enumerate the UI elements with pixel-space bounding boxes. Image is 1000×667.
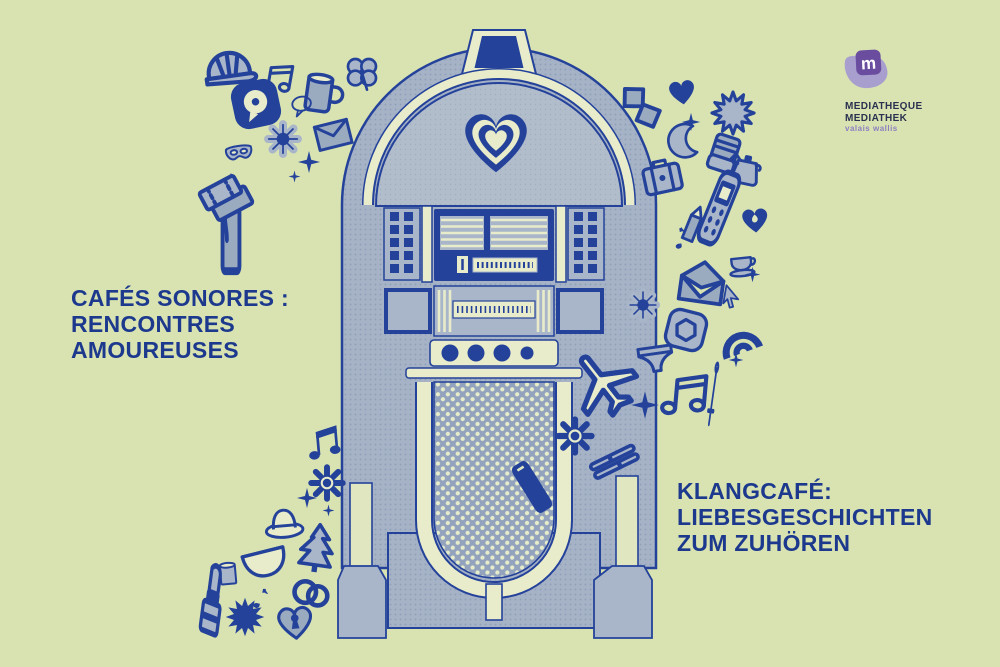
jukebox-bottom-tab — [485, 583, 503, 621]
logo-letter: m — [860, 54, 876, 74]
daisy-icon — [624, 286, 662, 324]
jukebox-leg-left — [337, 482, 387, 639]
tickets-icon — [197, 166, 255, 230]
title-de-line1: KLANGCAFÉ: — [677, 478, 833, 504]
jukebox-selection-row — [383, 205, 605, 283]
mediatheque-logo-icon: m — [844, 49, 888, 89]
title-de-line3: ZUM ZUHÖREN — [677, 529, 851, 556]
logo-line2: MEDIATHEK — [845, 112, 908, 124]
sparkle-icon — [322, 504, 335, 517]
jukebox-button-grid-left — [383, 207, 421, 281]
sparkle-icon — [728, 352, 744, 368]
title-french: CAFÉS SONORES : RENCONTRES AMOUREUSES — [71, 285, 289, 363]
logo-line3: valais wallis — [845, 124, 898, 133]
title-fr-line3: AMOUREUSES — [71, 336, 239, 363]
flame-heart-icon — [735, 199, 776, 238]
jukebox-display — [434, 209, 554, 281]
clover-icon — [342, 52, 382, 94]
title-fr-line2: RENCONTRES — [71, 310, 236, 337]
title-fr-line1: CAFÉS SONORES : — [71, 285, 289, 311]
logo-wordmark: MEDIATHEQUE MEDIATHEK valais wallis — [845, 101, 961, 133]
title-german: KLANGCAFÉ: LIEBESGESCHICHTEN ZUM ZUHÖREN — [677, 478, 933, 556]
logo-line1: MEDIATHEQUE — [845, 101, 923, 112]
sparkle-icon — [630, 390, 660, 420]
title-de-line2: LIEBESGESCHICHTEN — [677, 503, 933, 530]
jukebox-handle-bar — [405, 367, 583, 379]
heart-locket-icon — [270, 595, 320, 647]
jukebox-button-grid-right — [567, 207, 605, 281]
jukebox-round-buttons — [429, 339, 559, 367]
jukebox-crest — [460, 29, 538, 75]
skis-icon — [572, 434, 656, 488]
jukebox-leg-right — [593, 475, 653, 639]
heart-icon — [661, 71, 704, 112]
mediatheque-logo: m MEDIATHEQUE MEDIATHEK valais wallis — [841, 46, 961, 133]
sparkle-icon — [288, 170, 301, 183]
jukebox-arch — [362, 68, 636, 206]
sparkle-icon — [744, 266, 761, 283]
jukebox-mid-row — [384, 285, 604, 337]
